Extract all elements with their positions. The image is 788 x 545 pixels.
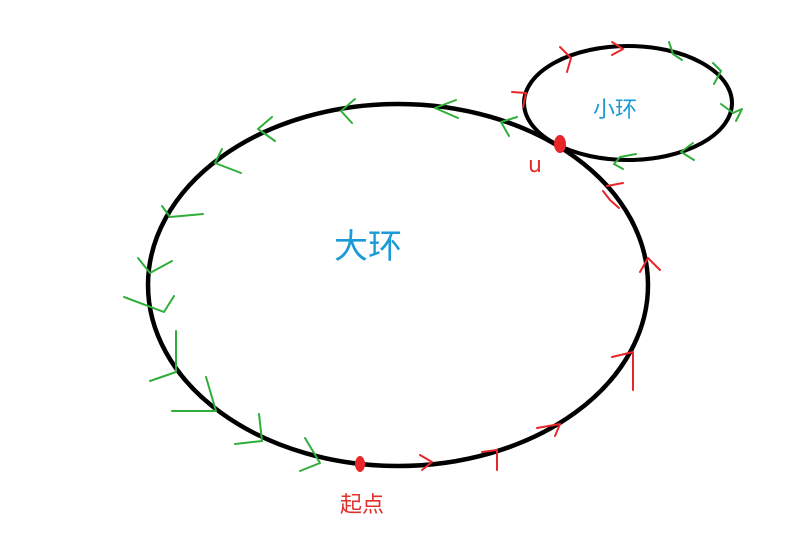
green-arrow-b4 xyxy=(257,116,276,142)
red-arrow-6 xyxy=(602,190,620,209)
green-arrow-b7 xyxy=(137,257,173,274)
node-u-dot xyxy=(554,135,566,153)
green-arrow-s5 xyxy=(613,153,637,170)
red-arrow-5 xyxy=(639,257,661,273)
green-arrow-b6 xyxy=(161,205,204,218)
red-arrow-1 xyxy=(419,454,433,471)
red-arrows-small-loop xyxy=(511,41,624,108)
small-loop-label: 小环 xyxy=(593,98,637,123)
green-arrows-big-loop xyxy=(123,98,518,472)
red-arrow-s3 xyxy=(611,41,624,56)
green-arrow-b1 xyxy=(500,116,518,137)
green-arrow-b12 xyxy=(299,437,321,472)
green-arrow-b2 xyxy=(434,99,459,119)
start-point-dot xyxy=(355,456,365,472)
green-arrow-b10 xyxy=(171,376,217,412)
green-arrow-s3 xyxy=(720,103,743,122)
green-arrow-b5 xyxy=(214,148,242,174)
start-point-label: 起点 xyxy=(340,493,384,518)
red-arrow-3 xyxy=(536,423,561,437)
node-u-label: u xyxy=(528,153,542,178)
green-arrow-b3 xyxy=(340,98,356,124)
green-arrow-b11 xyxy=(234,413,263,445)
red-arrows-big-loop xyxy=(419,182,661,471)
red-arrow-s1 xyxy=(511,91,527,108)
green-arrows-small-loop xyxy=(613,41,743,170)
red-arrow-2 xyxy=(481,449,498,471)
green-arrow-b9 xyxy=(149,330,177,382)
red-arrow-4 xyxy=(611,351,634,391)
red-arrow-7 xyxy=(606,182,624,187)
green-arrow-b8 xyxy=(123,295,175,313)
big-loop-label: 大环 xyxy=(334,227,402,267)
big-loop xyxy=(145,101,651,469)
green-arrow-s1 xyxy=(668,41,683,61)
green-arrow-s2 xyxy=(712,62,722,85)
red-arrow-s2 xyxy=(559,46,572,73)
green-arrow-s4 xyxy=(680,142,695,161)
